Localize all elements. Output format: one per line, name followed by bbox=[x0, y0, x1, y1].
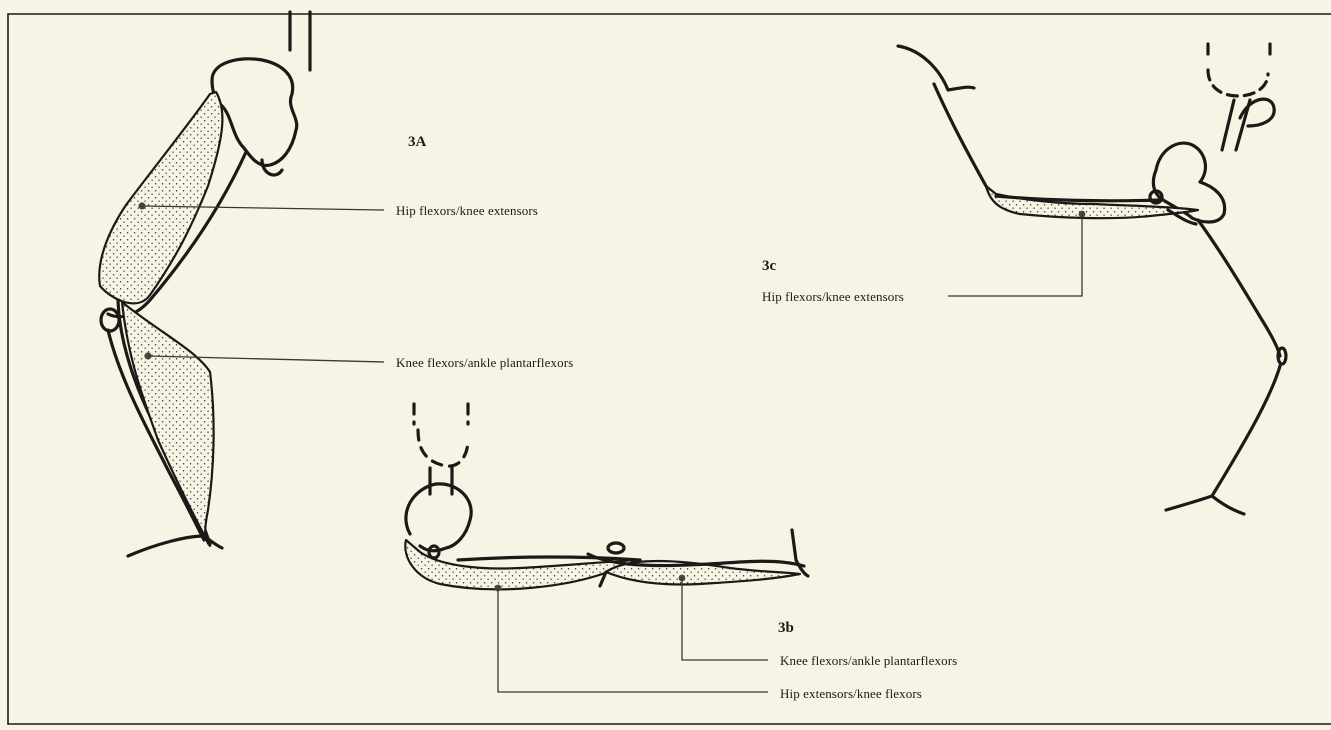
trunk-outline-3b bbox=[414, 404, 468, 466]
back-line-3c bbox=[934, 84, 986, 186]
pelvis-3b bbox=[406, 484, 471, 551]
thigh-bone-3c bbox=[1198, 220, 1280, 356]
knee-3c bbox=[1278, 348, 1286, 364]
thigh-muscle-3b bbox=[405, 540, 640, 589]
trunk-outline-3c bbox=[1208, 44, 1270, 96]
leaders-3b bbox=[495, 575, 768, 692]
femur-3b bbox=[458, 557, 640, 560]
neck-lines-3b bbox=[430, 468, 452, 494]
shin-3c bbox=[1212, 366, 1280, 496]
label-3c-hip-flexors: Hip flexors/knee extensors bbox=[762, 289, 904, 305]
label-3b-knee-flexors: Knee flexors/ankle plantarflexors bbox=[780, 653, 957, 669]
leaders-3c bbox=[948, 211, 1085, 296]
label-3a-hip-flexors: Hip flexors/knee extensors bbox=[396, 203, 538, 219]
figure-3a-title: 3A bbox=[408, 134, 426, 151]
figure-3c-title: 3c bbox=[762, 258, 776, 275]
figure-3a-leg bbox=[99, 12, 310, 556]
figure-3b-title: 3b bbox=[778, 620, 794, 637]
kneecap-3b bbox=[608, 543, 624, 553]
foot-3b bbox=[792, 530, 808, 576]
pelvis-3a bbox=[212, 59, 297, 166]
foot-3a bbox=[128, 536, 222, 556]
label-3b-hip-extensors: Hip extensors/knee flexors bbox=[780, 686, 922, 702]
arm-3c bbox=[898, 46, 974, 90]
figure-3b-leg bbox=[405, 404, 808, 589]
figure-3c-leg bbox=[898, 44, 1286, 514]
trunk-lines-3a bbox=[290, 12, 310, 70]
calf-muscle-3a bbox=[122, 302, 214, 546]
label-3a-knee-flexors: Knee flexors/ankle plantarflexors bbox=[396, 355, 573, 371]
thigh-muscle-3a bbox=[99, 92, 222, 303]
foot-3c bbox=[1166, 496, 1244, 514]
kneecap-3a bbox=[101, 309, 119, 331]
